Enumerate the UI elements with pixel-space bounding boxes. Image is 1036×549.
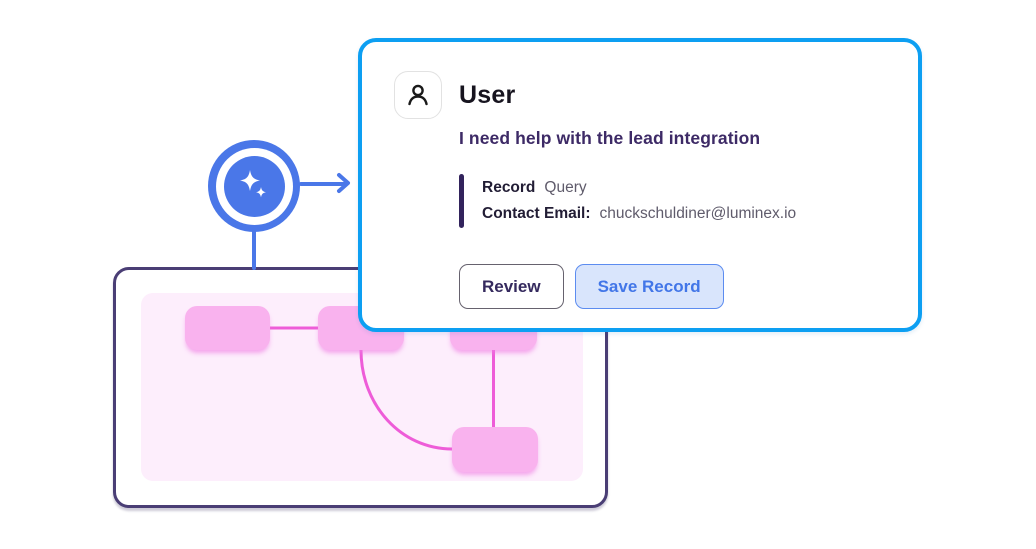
card-title: User: [459, 80, 516, 109]
save-record-button[interactable]: Save Record: [574, 264, 724, 309]
record-accent-bar: [459, 174, 464, 228]
record-fields: Record Query Contact Email: chuckschuldi…: [482, 174, 796, 228]
badge-to-card-line: [299, 182, 346, 186]
review-button[interactable]: Review: [459, 264, 564, 309]
workflow-connector-lines: [270, 326, 495, 451]
workflow-node-4: [452, 427, 538, 472]
record-summary: Record Query Contact Email: chuckschuldi…: [459, 174, 796, 228]
sparkles-icon: [240, 170, 266, 198]
ai-sparkle-badge: [208, 140, 300, 232]
badge-to-workflow-line: [252, 230, 256, 270]
user-icon: [408, 84, 428, 106]
contact-email-label: Contact Email:: [482, 205, 591, 222]
workflow-node-1: [185, 306, 270, 350]
card-message: I need help with the lead integration: [459, 128, 761, 148]
user-avatar: [394, 71, 442, 119]
badge-ring: [215, 147, 293, 225]
card-actions: Review Save Record: [459, 264, 724, 309]
chat-card: User I need help with the lead integrati…: [358, 38, 922, 332]
contact-email-value: chuckschuldiner@luminex.io: [599, 205, 797, 222]
record-row-email: Contact Email: chuckschuldiner@luminex.i…: [482, 202, 796, 226]
record-type-value: Query: [544, 179, 587, 196]
badge-core: [223, 155, 285, 217]
arrowhead-icon: [337, 173, 350, 193]
record-type-label: Record: [482, 179, 536, 196]
record-row-type: Record Query: [482, 176, 796, 200]
card-header: User: [394, 71, 515, 119]
